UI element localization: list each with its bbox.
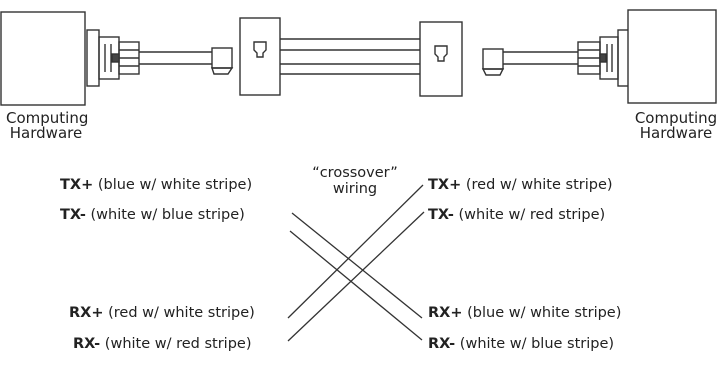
left-pin-rx-plus-name: RX+	[69, 305, 104, 321]
central-cable	[280, 38, 420, 75]
crossover-wires	[287, 184, 425, 342]
right-hardware-label: Computing Hardware	[634, 111, 718, 141]
wire-right-txminus-to-left-rxminus	[287, 211, 425, 342]
left-pin-rx-minus-name: RX-	[73, 336, 101, 352]
right-pin-rx-minus-desc: (white w/ blue stripe)	[459, 336, 615, 352]
wire-left-tx-to-right-rx	[291, 212, 423, 319]
wire-right-tx-to-left-rx	[287, 184, 424, 319]
right-hardware-box	[627, 9, 717, 104]
right-pin-tx-minus: TX- (white w/ red stripe)	[428, 206, 605, 224]
right-pin-tx-plus-desc: (red w/ white stripe)	[465, 177, 613, 193]
right-hardware-line1: Computing	[634, 109, 718, 127]
left-pin-tx-plus-desc: (blue w/ white stripe)	[97, 177, 253, 193]
left-wall-jack	[239, 17, 281, 96]
left-connector	[86, 29, 140, 87]
left-hardware-box	[0, 11, 86, 106]
right-pin-rx-minus-name: RX-	[428, 336, 456, 352]
right-hardware-line2: Hardware	[639, 124, 713, 142]
right-pin-rx-plus-desc: (blue w/ white stripe)	[467, 305, 622, 321]
crossover-note-line2: wiring	[332, 181, 378, 197]
left-hardware-line2: Hardware	[9, 124, 83, 142]
left-pin-tx-plus: TX+ (blue w/ white stripe)	[60, 176, 252, 194]
left-pin-tx-plus-name: TX+	[60, 177, 94, 193]
left-cable	[139, 51, 212, 65]
right-pin-rx-plus: RX+ (blue w/ white stripe)	[428, 304, 621, 322]
left-pin-rx-minus: RX- (white w/ red stripe)	[73, 335, 252, 353]
right-cable	[503, 51, 578, 65]
left-pin-tx-minus-desc: (white w/ blue stripe)	[90, 207, 245, 223]
left-pin-rx-plus: RX+ (red w/ white stripe)	[69, 304, 255, 322]
crossover-note: “crossover” wiring	[300, 165, 410, 197]
right-pin-tx-minus-desc: (white w/ red stripe)	[458, 207, 606, 223]
left-plug	[211, 47, 234, 75]
left-pin-rx-minus-desc: (white w/ red stripe)	[104, 336, 252, 352]
wire-left-txminus-to-right-rxminus	[289, 230, 423, 341]
left-hardware-label: Computing Hardware	[6, 109, 89, 142]
right-pin-rx-plus-name: RX+	[428, 305, 463, 321]
right-pin-tx-minus-name: TX-	[428, 207, 454, 223]
left-pin-rx-plus-desc: (red w/ white stripe)	[108, 305, 255, 321]
right-connector	[577, 29, 631, 87]
right-pin-tx-plus-name: TX+	[428, 177, 462, 193]
left-pin-tx-minus-name: TX-	[60, 207, 86, 223]
left-pin-tx-minus: TX- (white w/ blue stripe)	[60, 206, 245, 224]
crossover-note-line1: “crossover”	[312, 165, 398, 181]
right-plug	[481, 48, 505, 76]
right-pin-tx-plus: TX+ (red w/ white stripe)	[428, 176, 613, 194]
right-wall-jack	[419, 21, 463, 97]
left-hardware-line1: Computing	[6, 109, 89, 127]
right-pin-rx-minus: RX- (white w/ blue stripe)	[428, 335, 614, 353]
